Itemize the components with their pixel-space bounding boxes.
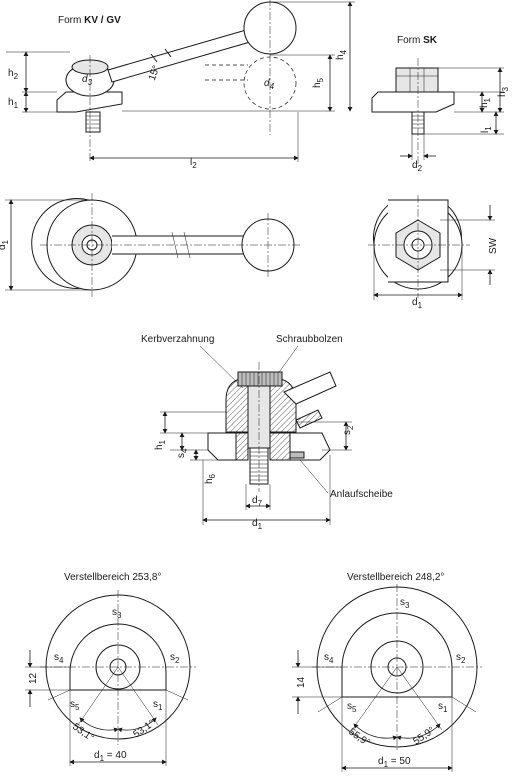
section-d1: d1 — [252, 518, 263, 531]
sk-d1: d1 — [412, 297, 423, 310]
sk-sw: SW — [488, 237, 499, 254]
range40-s1: s1 — [153, 699, 163, 712]
range50-d1: d1 = 50 — [378, 756, 411, 769]
range50-s4: s4 — [324, 652, 334, 665]
kv-h5: h5 — [312, 77, 325, 88]
section-d7: d7 — [252, 495, 263, 508]
section-washer — [289, 451, 305, 459]
section-s2: s2 — [342, 425, 355, 435]
sk-h1: h1 — [479, 97, 492, 108]
sk-title: Form SK — [397, 35, 438, 46]
range40-d1: d1 = 40 — [94, 750, 127, 763]
section-h1: h1 — [154, 439, 167, 450]
view-range-50: Verstellbereich 248,2° s3 s4 s2 s5 s1 14… — [292, 572, 482, 772]
kv-h4: h4 — [335, 49, 348, 60]
range50-s5: s5 — [347, 701, 357, 714]
view-sk-side: Form SK h1 h3 l1 d2 — [371, 35, 510, 173]
section-h6: h6 — [204, 473, 217, 484]
range40-s4: s4 — [54, 652, 64, 665]
sk-nut — [395, 67, 439, 93]
view-kv-gv-side: Form KV / GV h2 h1 d3 15° d4 — [6, 0, 355, 170]
kv-stud — [85, 111, 101, 133]
range50-title: Verstellbereich 248,2° — [347, 572, 444, 583]
view-sk-top: SW d1 — [368, 195, 499, 310]
sk-base — [371, 91, 455, 113]
view-kv-top: d1 — [0, 193, 300, 297]
kv-l2: l2 — [190, 157, 197, 170]
range40-s3: s3 — [112, 607, 122, 620]
kv-h2: h2 — [8, 68, 19, 81]
kv-lever-alt — [205, 64, 248, 81]
top-d1: d1 — [0, 239, 10, 250]
range40-s5: s5 — [70, 699, 80, 712]
range40-title: Verstellbereich 253,8° — [64, 572, 161, 583]
range50-s3: s3 — [400, 597, 410, 610]
view-range-40: Verstellbereich 253,8° s3 s4 s2 s5 s1 12… — [25, 572, 196, 766]
sk-h3: h3 — [497, 86, 510, 97]
section-serration — [237, 371, 283, 387]
range40-height: 12 — [28, 672, 39, 684]
section-lever — [283, 371, 337, 405]
kv-d4: d4 — [264, 78, 275, 91]
kv-d3: d3 — [82, 74, 93, 87]
sk-d2: d2 — [412, 160, 423, 173]
section-base — [207, 432, 237, 461]
label-schraubbolzen: Schraubbolzen — [276, 334, 343, 345]
kv-angle: 15° — [147, 64, 163, 82]
kv-lever — [107, 29, 251, 83]
sk-l1: l1 — [480, 126, 493, 133]
view-section: Kerbverzahnung Schraubbolzen h1 s4 h6 — [141, 334, 393, 531]
range40-s2: s2 — [170, 652, 180, 665]
label-kerbverzahnung: Kerbverzahnung — [141, 334, 214, 345]
label-anlaufscheibe: Anlaufscheibe — [330, 489, 393, 500]
range50-s2: s2 — [456, 652, 466, 665]
kv-h1: h1 — [8, 97, 19, 110]
range50-s1: s1 — [438, 701, 448, 714]
kv-gv-title: Form KV / GV — [58, 15, 121, 26]
section-s4: s4 — [176, 448, 189, 458]
range50-height: 14 — [296, 676, 307, 688]
